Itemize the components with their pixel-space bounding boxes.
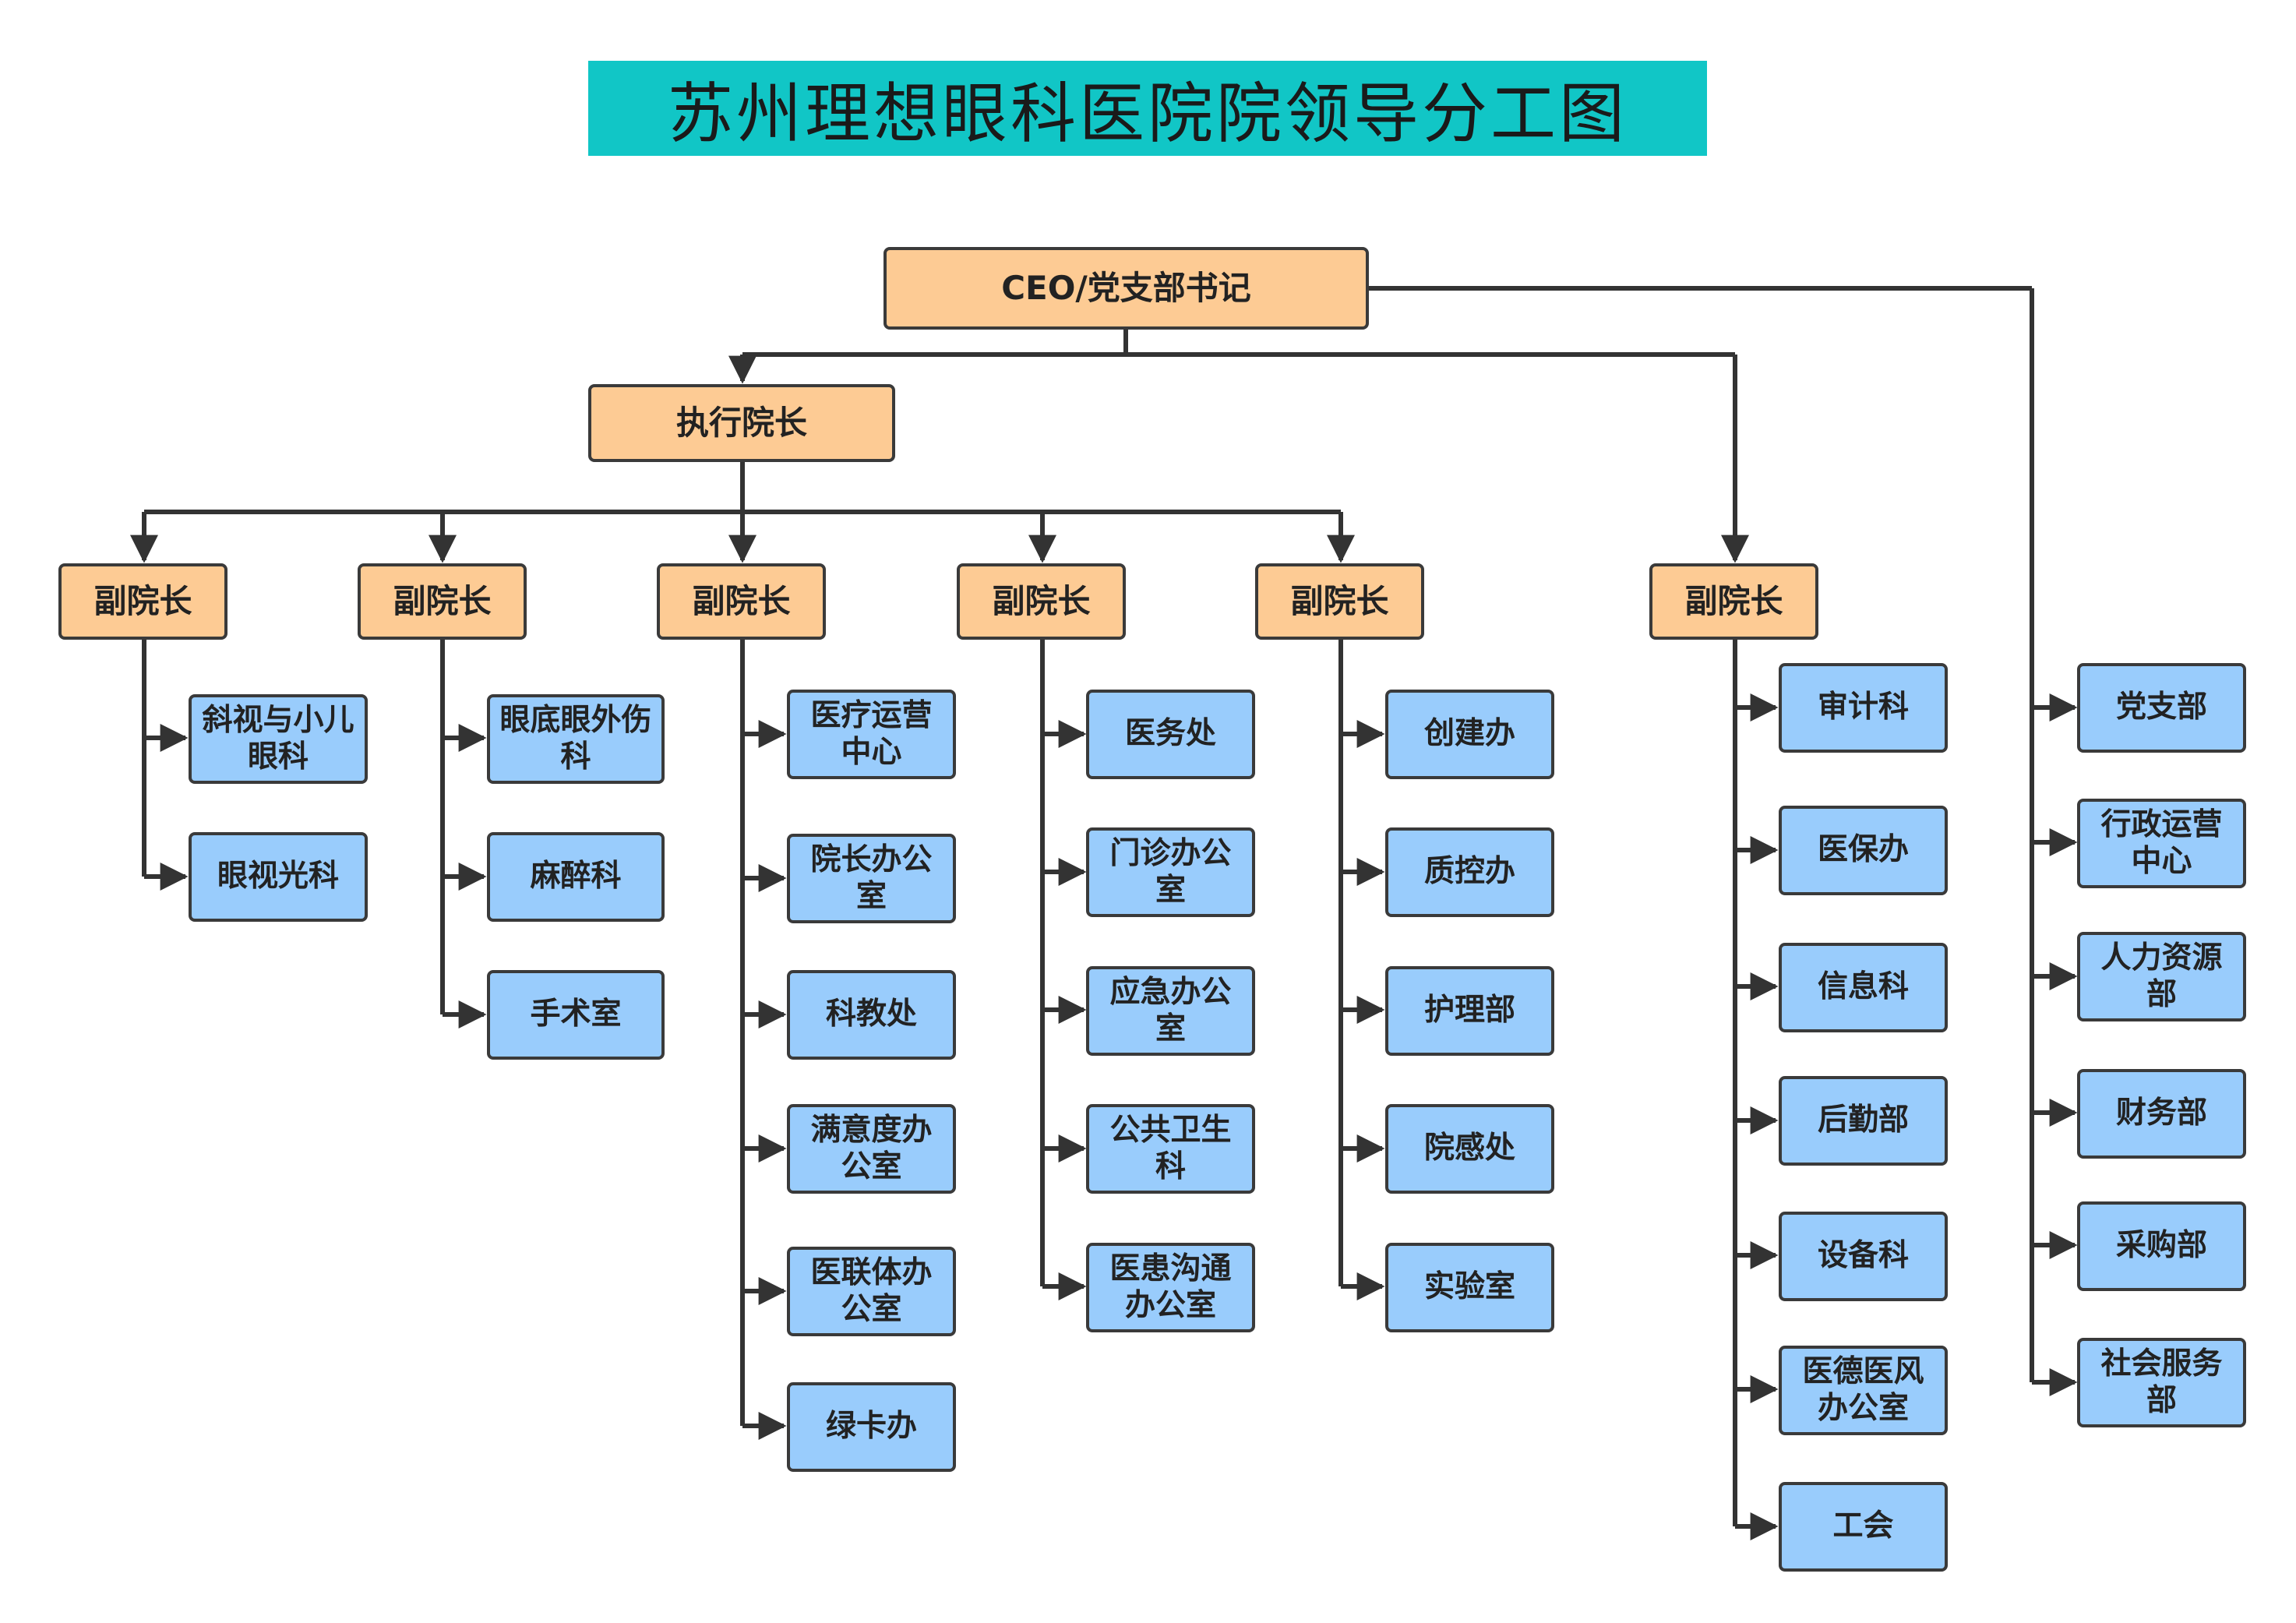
vice-president-node: 副院长 [657,563,826,640]
department-node: 信息科 [1779,943,1948,1032]
executive-president-node: 执行院长 [588,384,895,462]
department-node: 后勤部 [1779,1076,1948,1166]
department-node: 满意度办公室 [787,1104,956,1194]
department-node: 院感处 [1385,1104,1554,1194]
department-node: 眼底眼外伤科 [487,694,665,784]
ceo-direct-department-node: 行政运营中心 [2077,799,2246,888]
department-node: 医务处 [1086,690,1255,779]
department-node: 护理部 [1385,966,1554,1056]
department-node: 绿卡办 [787,1382,956,1472]
chart-title: 苏州理想眼科医院院领导分工图 [667,75,1628,152]
vice-president-node: 副院长 [58,563,227,640]
department-node: 公共卫生科 [1086,1104,1255,1194]
department-node: 手术室 [487,970,665,1060]
department-node: 工会 [1779,1482,1948,1572]
department-node: 创建办 [1385,690,1554,779]
department-node: 医联体办公室 [787,1247,956,1336]
vice-president-node: 副院长 [1255,563,1424,640]
department-node: 医保办 [1779,806,1948,895]
department-node: 院长办公室 [787,834,956,923]
department-node: 医疗运营中心 [787,690,956,779]
department-node: 科教处 [787,970,956,1060]
department-node: 医德医风办公室 [1779,1346,1948,1435]
vice-president-node: 副院长 [358,563,527,640]
department-node: 设备科 [1779,1212,1948,1301]
department-node: 麻醉科 [487,832,665,922]
department-node: 应急办公室 [1086,966,1255,1056]
chart-title-banner: 苏州理想眼科医院院领导分工图 [588,61,1707,156]
department-node: 实验室 [1385,1243,1554,1332]
department-node: 门诊办公室 [1086,827,1255,917]
ceo-direct-department-node: 党支部 [2077,663,2246,753]
department-node: 医患沟通办公室 [1086,1243,1255,1332]
department-node: 质控办 [1385,827,1554,917]
ceo-direct-department-node: 采购部 [2077,1201,2246,1291]
ceo-node: CEO/党支部书记 [883,247,1369,330]
department-node: 斜视与小儿眼科 [189,694,368,784]
ceo-direct-department-node: 人力资源部 [2077,932,2246,1021]
ceo-direct-department-node: 社会服务部 [2077,1338,2246,1427]
ceo-direct-department-node: 财务部 [2077,1069,2246,1159]
vice-president-node: 副院长 [957,563,1126,640]
department-node: 眼视光科 [189,832,368,922]
department-node: 审计科 [1779,663,1948,753]
vice-president-node: 副院长 [1649,563,1818,640]
